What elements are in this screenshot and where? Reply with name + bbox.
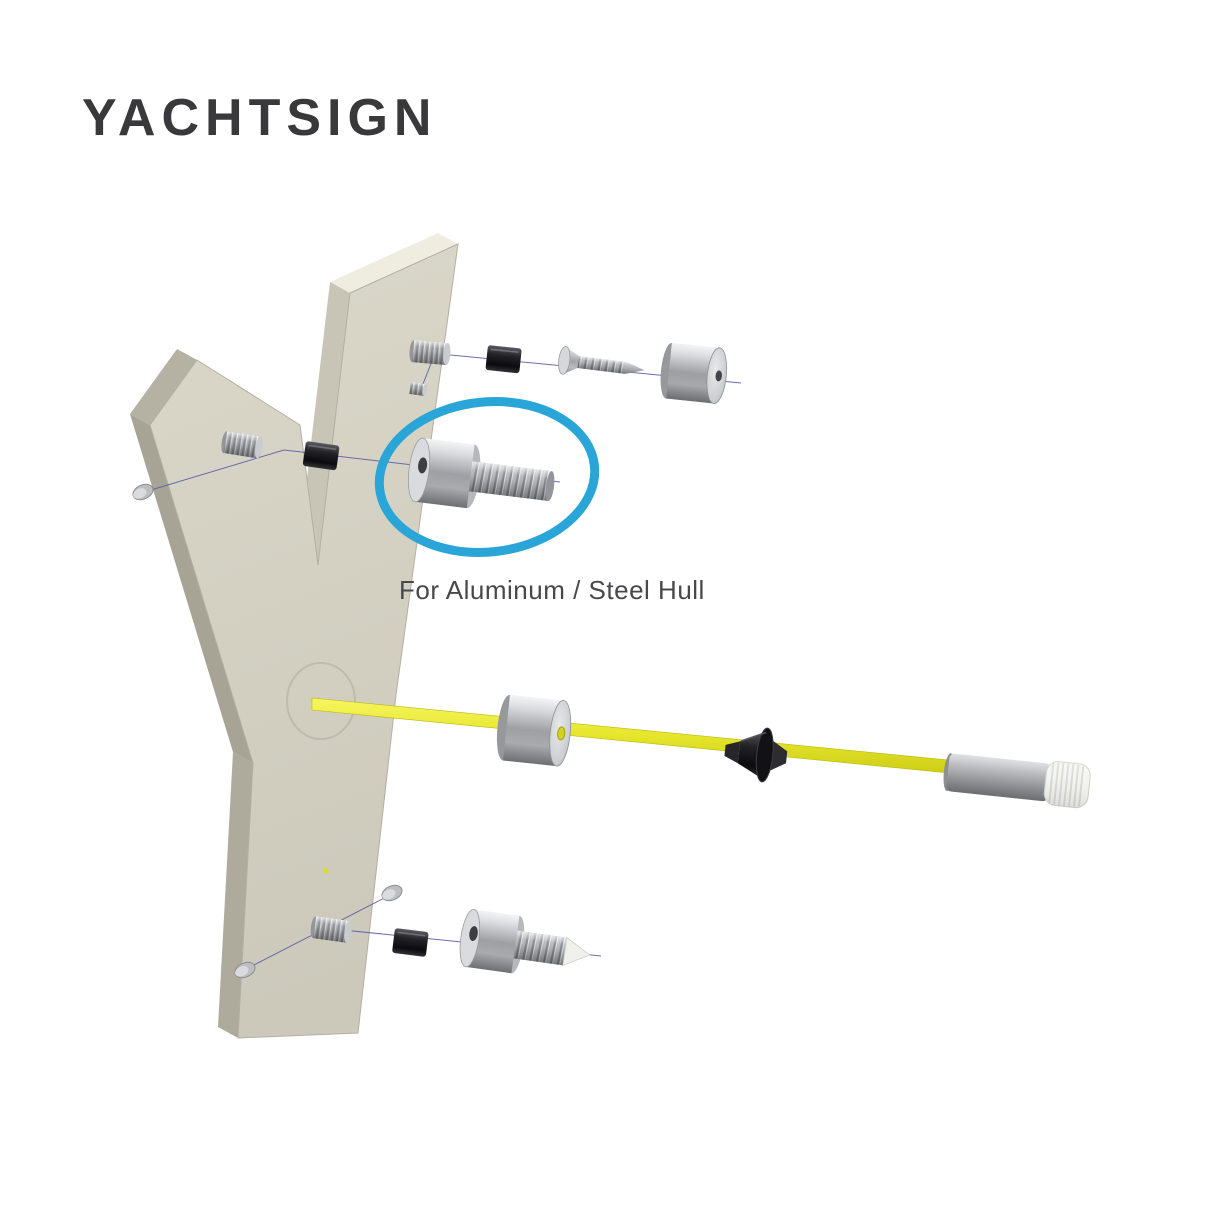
spacer-top — [485, 345, 522, 374]
fastening-rod — [311, 697, 1021, 781]
insert-shading — [312, 916, 350, 943]
spacer-highlight — [397, 931, 426, 937]
spacer-middle — [302, 441, 340, 471]
grub-screw — [409, 382, 428, 396]
mounting-stud-bottom — [459, 908, 591, 974]
letter-front-face — [149, 243, 459, 1039]
stud-white-tip — [562, 936, 591, 966]
alignment-dot — [323, 868, 329, 874]
insert-front-face — [254, 436, 263, 459]
stud-shaft-end — [545, 471, 555, 501]
rod-guide-sleeve — [496, 694, 572, 767]
hull-compatibility-label: For Aluminum / Steel Hull — [399, 575, 705, 605]
grub-face — [422, 384, 428, 396]
stud-shaft-shading — [513, 930, 567, 966]
washer-disc-bottom-lower — [234, 961, 256, 979]
grommet-flange — [755, 727, 774, 783]
insert-front-face — [344, 920, 352, 943]
screw-tip-shading — [625, 361, 645, 374]
stud-cross-hole — [469, 926, 478, 942]
hull-mounting-stud — [407, 437, 555, 509]
brand-logo: YACHTSIGN — [82, 89, 438, 147]
threaded-insert-top — [409, 340, 451, 366]
standoff-sleeve — [660, 342, 728, 404]
letter-side-facet-armcap — [130, 349, 197, 425]
spacer-highlight — [490, 348, 519, 354]
letter-notch-facet — [298, 282, 350, 565]
highlight-ellipse — [374, 397, 600, 557]
spacer-body — [392, 928, 429, 957]
disc-face — [133, 488, 147, 499]
grub-shading — [409, 382, 426, 396]
flat-head-screw — [558, 346, 645, 375]
letter-side-facet-arm — [130, 414, 253, 763]
handle-shading — [946, 753, 1051, 802]
grommet-highlight — [740, 731, 767, 742]
sleeve-shading — [666, 342, 720, 404]
washer-disc-middle — [132, 483, 154, 501]
disc-face — [382, 889, 396, 900]
cone-grommet — [724, 727, 788, 783]
screw-shaft-shading — [577, 356, 627, 374]
cap-shading — [1044, 761, 1091, 808]
letter-side-facet-stem — [218, 752, 253, 1038]
insert-shading — [223, 431, 261, 459]
threaded-insert-middle — [221, 431, 263, 459]
letter-y-3d — [130, 233, 459, 1039]
sleeve-rod-hole — [557, 726, 566, 741]
stud-cross-hole — [418, 457, 428, 474]
spacer-bottom — [392, 928, 429, 957]
sleeve-shading — [503, 694, 564, 767]
tool-handle — [943, 753, 1091, 809]
disc-face — [235, 966, 249, 977]
screw-head-face — [558, 346, 571, 375]
letter-top-facet-right — [330, 233, 458, 293]
stud-shaft-shading — [468, 461, 552, 501]
sleeve-hole — [715, 370, 722, 382]
grommet-collar — [724, 741, 741, 764]
threaded-insert-bottom — [310, 916, 352, 943]
insert-front-face — [443, 343, 451, 366]
washer-disc-bottom-upper — [381, 884, 403, 902]
spacer-highlight — [308, 444, 337, 451]
spacer-body — [302, 441, 340, 471]
insert-shading — [412, 340, 448, 366]
